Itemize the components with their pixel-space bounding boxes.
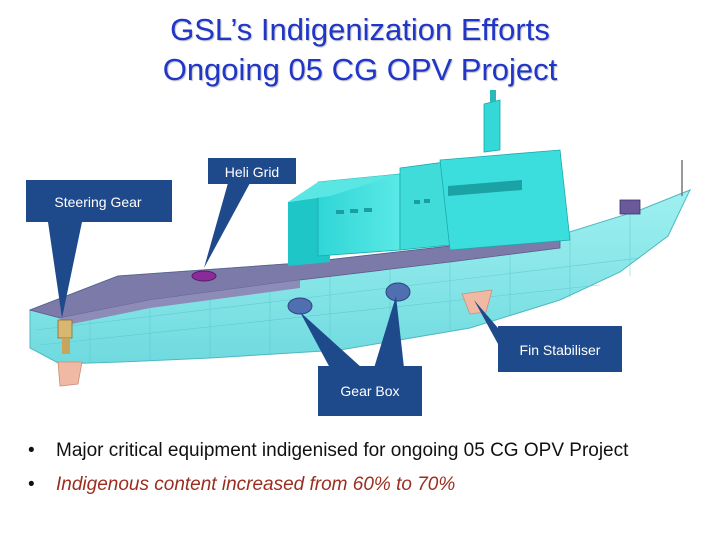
bullet-item: • Major critical equipment indigenised f… [28,436,688,466]
title-line-2: Ongoing 05 CG OPV Project [162,52,558,87]
main-deck [28,231,561,326]
bullet-text: Major critical equipment indigenised for… [56,440,629,461]
gear-box-equipment [287,282,411,315]
callout-label-heli-grid: Heli Grid [225,164,279,180]
superstructure [288,90,683,266]
heli-grid-marker [191,270,217,282]
bullet-list: • Major critical equipment indigenised f… [28,436,688,500]
bullet-item: • Indigenous content increased from 60% … [28,470,688,500]
bullet-dot: • [28,474,35,495]
callout-label-gear-box: Gear Box [340,383,399,399]
bullet-text: Indigenous content increased from 60% to… [56,474,456,495]
callout-label-steering-gear: Steering Gear [54,194,141,210]
title-line-1: GSL’s Indigenization Efforts [170,12,550,47]
callout-steering-gear: Steering Gear [26,180,172,318]
callout-heli-grid: Heli Grid [204,158,296,268]
slide-title: GSL’s Indigenization Efforts Ongoing 05 … [0,10,720,90]
callout-gear-box: Gear Box [300,296,422,416]
steering-gear-equipment [57,319,73,354]
callout-label-fin-stabiliser: Fin Stabiliser [520,342,601,358]
callout-fin-stabiliser: Fin Stabiliser [474,300,622,372]
bullet-dot: • [28,440,35,461]
